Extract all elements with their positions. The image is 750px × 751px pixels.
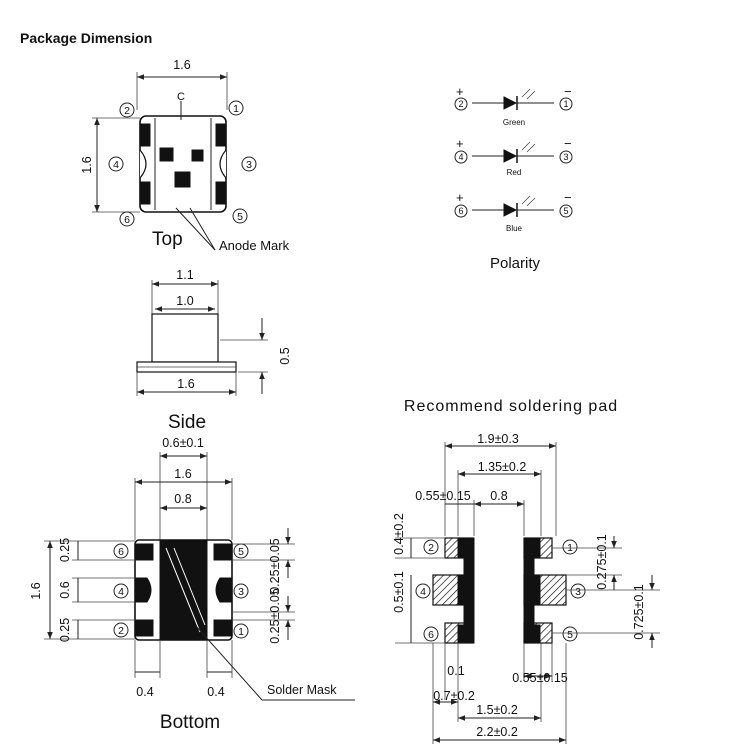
bottom-dim-left-top: 0.25 <box>58 538 72 562</box>
top-view: 1.6 1.6 C 2 1 <box>80 58 290 253</box>
svg-text:5: 5 <box>237 211 243 223</box>
top-pin-3: 3 <box>241 156 257 172</box>
pad-dim-outer-width: 1.9±0.3 <box>477 432 519 446</box>
bottom-dim-mask: 0.8 <box>174 492 191 506</box>
pad-dim-b2: 1.5±0.2 <box>476 703 518 717</box>
pad-dim-left-a: 0.4±0.2 <box>392 513 406 555</box>
polarity-row-red: + − 4 3 Red <box>454 136 573 177</box>
top-width-dim: 1.6 <box>173 58 190 72</box>
svg-text:6: 6 <box>124 214 130 226</box>
soldering-pad-title: Recommend soldering pad <box>404 398 618 415</box>
pad-pin-3: 3 <box>575 586 581 598</box>
svg-text:1: 1 <box>563 99 568 109</box>
svg-text:Blue: Blue <box>506 224 523 233</box>
side-base-dim: 1.6 <box>177 377 194 391</box>
pad-dim-left-b: 0.5±0.1 <box>392 571 406 613</box>
svg-text:4: 4 <box>113 159 119 171</box>
svg-text:3: 3 <box>563 152 568 162</box>
svg-text:2: 2 <box>124 105 130 117</box>
cathode-mark: C <box>177 91 185 103</box>
pad-dim-gap: 0.8 <box>490 489 507 503</box>
top-pin-4: 4 <box>108 156 124 172</box>
svg-text:3: 3 <box>246 159 252 171</box>
polarity-title: Polarity <box>490 255 541 272</box>
pad-dim-b1: 0.7±0.2 <box>433 689 475 703</box>
bottom-pin-2: 2 <box>118 625 124 637</box>
svg-text:−: − <box>564 136 572 151</box>
svg-text:1: 1 <box>233 103 239 115</box>
pad-dim-inner-width: 1.35±0.2 <box>478 460 527 474</box>
bottom-pin-6: 6 <box>118 546 124 558</box>
bottom-dim-top: 0.6±0.1 <box>162 436 204 450</box>
side-top-inner-dim: 1.0 <box>176 294 193 308</box>
pad-dim-pad-width-bottom: 0.55±0.15 <box>512 671 568 685</box>
polarity-row-blue: + − 6 5 Blue <box>454 190 573 233</box>
top-pin-1: 1 <box>228 100 244 116</box>
top-pin-2: 2 <box>119 102 135 118</box>
svg-text:Red: Red <box>507 168 522 177</box>
pad-pin-2: 2 <box>428 542 434 554</box>
svg-text:4: 4 <box>458 152 463 162</box>
side-height-dim: 0.5 <box>278 347 292 364</box>
svg-text:+: + <box>456 136 464 151</box>
svg-text:−: − <box>564 190 572 205</box>
bottom-dim-width: 1.6 <box>174 467 191 481</box>
bottom-pin-3: 3 <box>238 586 244 598</box>
bottom-dim-height: 1.6 <box>29 582 43 599</box>
bottom-dim-left-mid: 0.6 <box>58 581 72 598</box>
pad-pin-4: 4 <box>420 586 426 598</box>
svg-text:6: 6 <box>458 206 463 216</box>
top-view-title: Top <box>152 229 183 250</box>
polarity-diagram: + − 2 1 Green + − 4 3 Red <box>454 84 573 272</box>
bottom-pin-4: 4 <box>118 586 124 598</box>
pad-pin-5: 5 <box>567 629 573 641</box>
soldering-pad-view: Recommend soldering pad 1.9±0.3 1.35±0.2… <box>392 398 660 744</box>
bottom-dim-right-bottom: 0.25±0.05 <box>268 588 282 644</box>
svg-text:+: + <box>456 84 464 99</box>
pad-dim-right-b: 0.725±0.1 <box>632 584 646 640</box>
bottom-pin-5: 5 <box>238 546 244 558</box>
svg-text:5: 5 <box>563 206 568 216</box>
svg-text:2: 2 <box>458 99 463 109</box>
top-height-dim: 1.6 <box>80 156 94 173</box>
bottom-dim-bottom-right: 0.4 <box>207 685 224 699</box>
side-top-outer-dim: 1.1 <box>176 268 193 282</box>
svg-text:−: − <box>564 84 572 99</box>
page-heading: Package Dimension <box>20 30 152 46</box>
svg-text:+: + <box>456 190 464 205</box>
bottom-pin-1: 1 <box>238 626 244 638</box>
pad-dim-small: 0.1 <box>447 664 464 678</box>
side-view: 1.1 1.0 1.6 0.5 Side <box>136 268 292 433</box>
bottom-view: 0.6±0.1 1.6 0.8 6 5 4 3 2 1 <box>29 436 355 733</box>
top-pin-6: 6 <box>119 211 135 227</box>
bottom-dim-left-bottom: 0.25 <box>58 618 72 642</box>
svg-text:Green: Green <box>503 118 525 127</box>
solder-mask-label: Solder Mask <box>267 683 337 697</box>
top-pin-5: 5 <box>232 208 248 224</box>
pad-dim-right-a: 0.275±0.1 <box>595 534 609 590</box>
pad-dim-pad-width-top: 0.55±0.15 <box>415 489 471 503</box>
bottom-dim-bottom-left: 0.4 <box>136 685 153 699</box>
bottom-dim-right-top: 0.25±0.05 <box>268 538 282 594</box>
anode-mark-label: Anode Mark <box>219 238 290 253</box>
pad-dim-b3: 2.2±0.2 <box>476 725 518 739</box>
side-view-title: Side <box>168 412 206 433</box>
polarity-row-green: + − 2 1 Green <box>454 84 573 127</box>
bottom-view-title: Bottom <box>160 712 220 733</box>
pad-pin-6: 6 <box>428 629 434 641</box>
